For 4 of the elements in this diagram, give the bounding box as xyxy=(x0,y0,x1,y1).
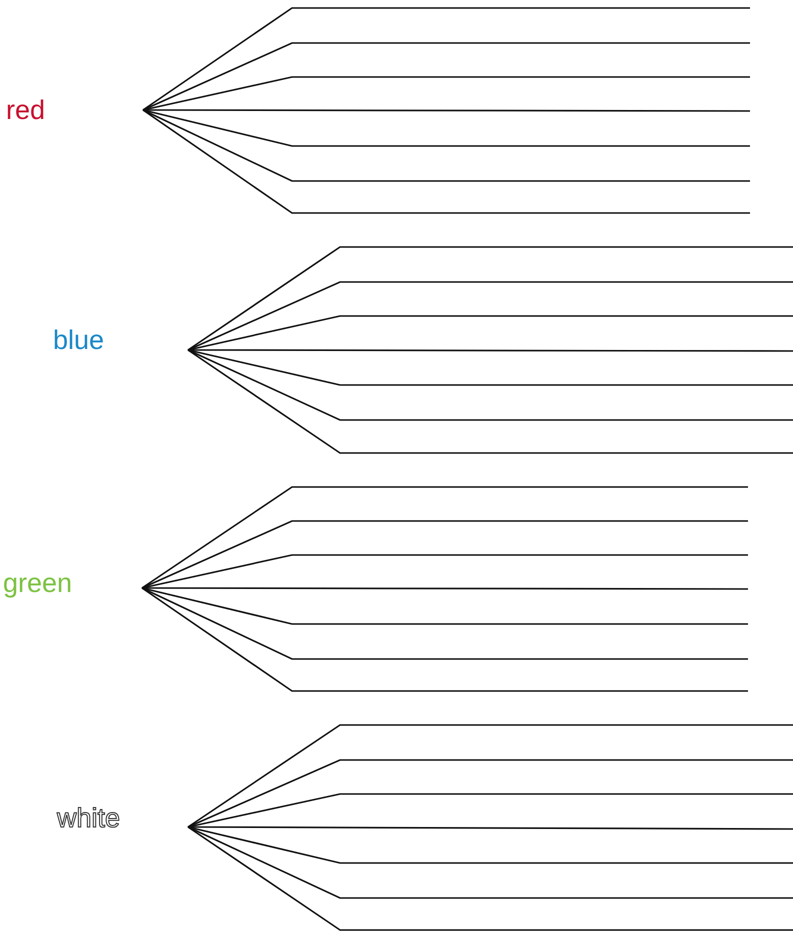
color-word: blue xyxy=(53,324,104,356)
color-word: red xyxy=(6,94,46,126)
color-word: white xyxy=(57,802,120,834)
color-word: green xyxy=(3,567,72,599)
